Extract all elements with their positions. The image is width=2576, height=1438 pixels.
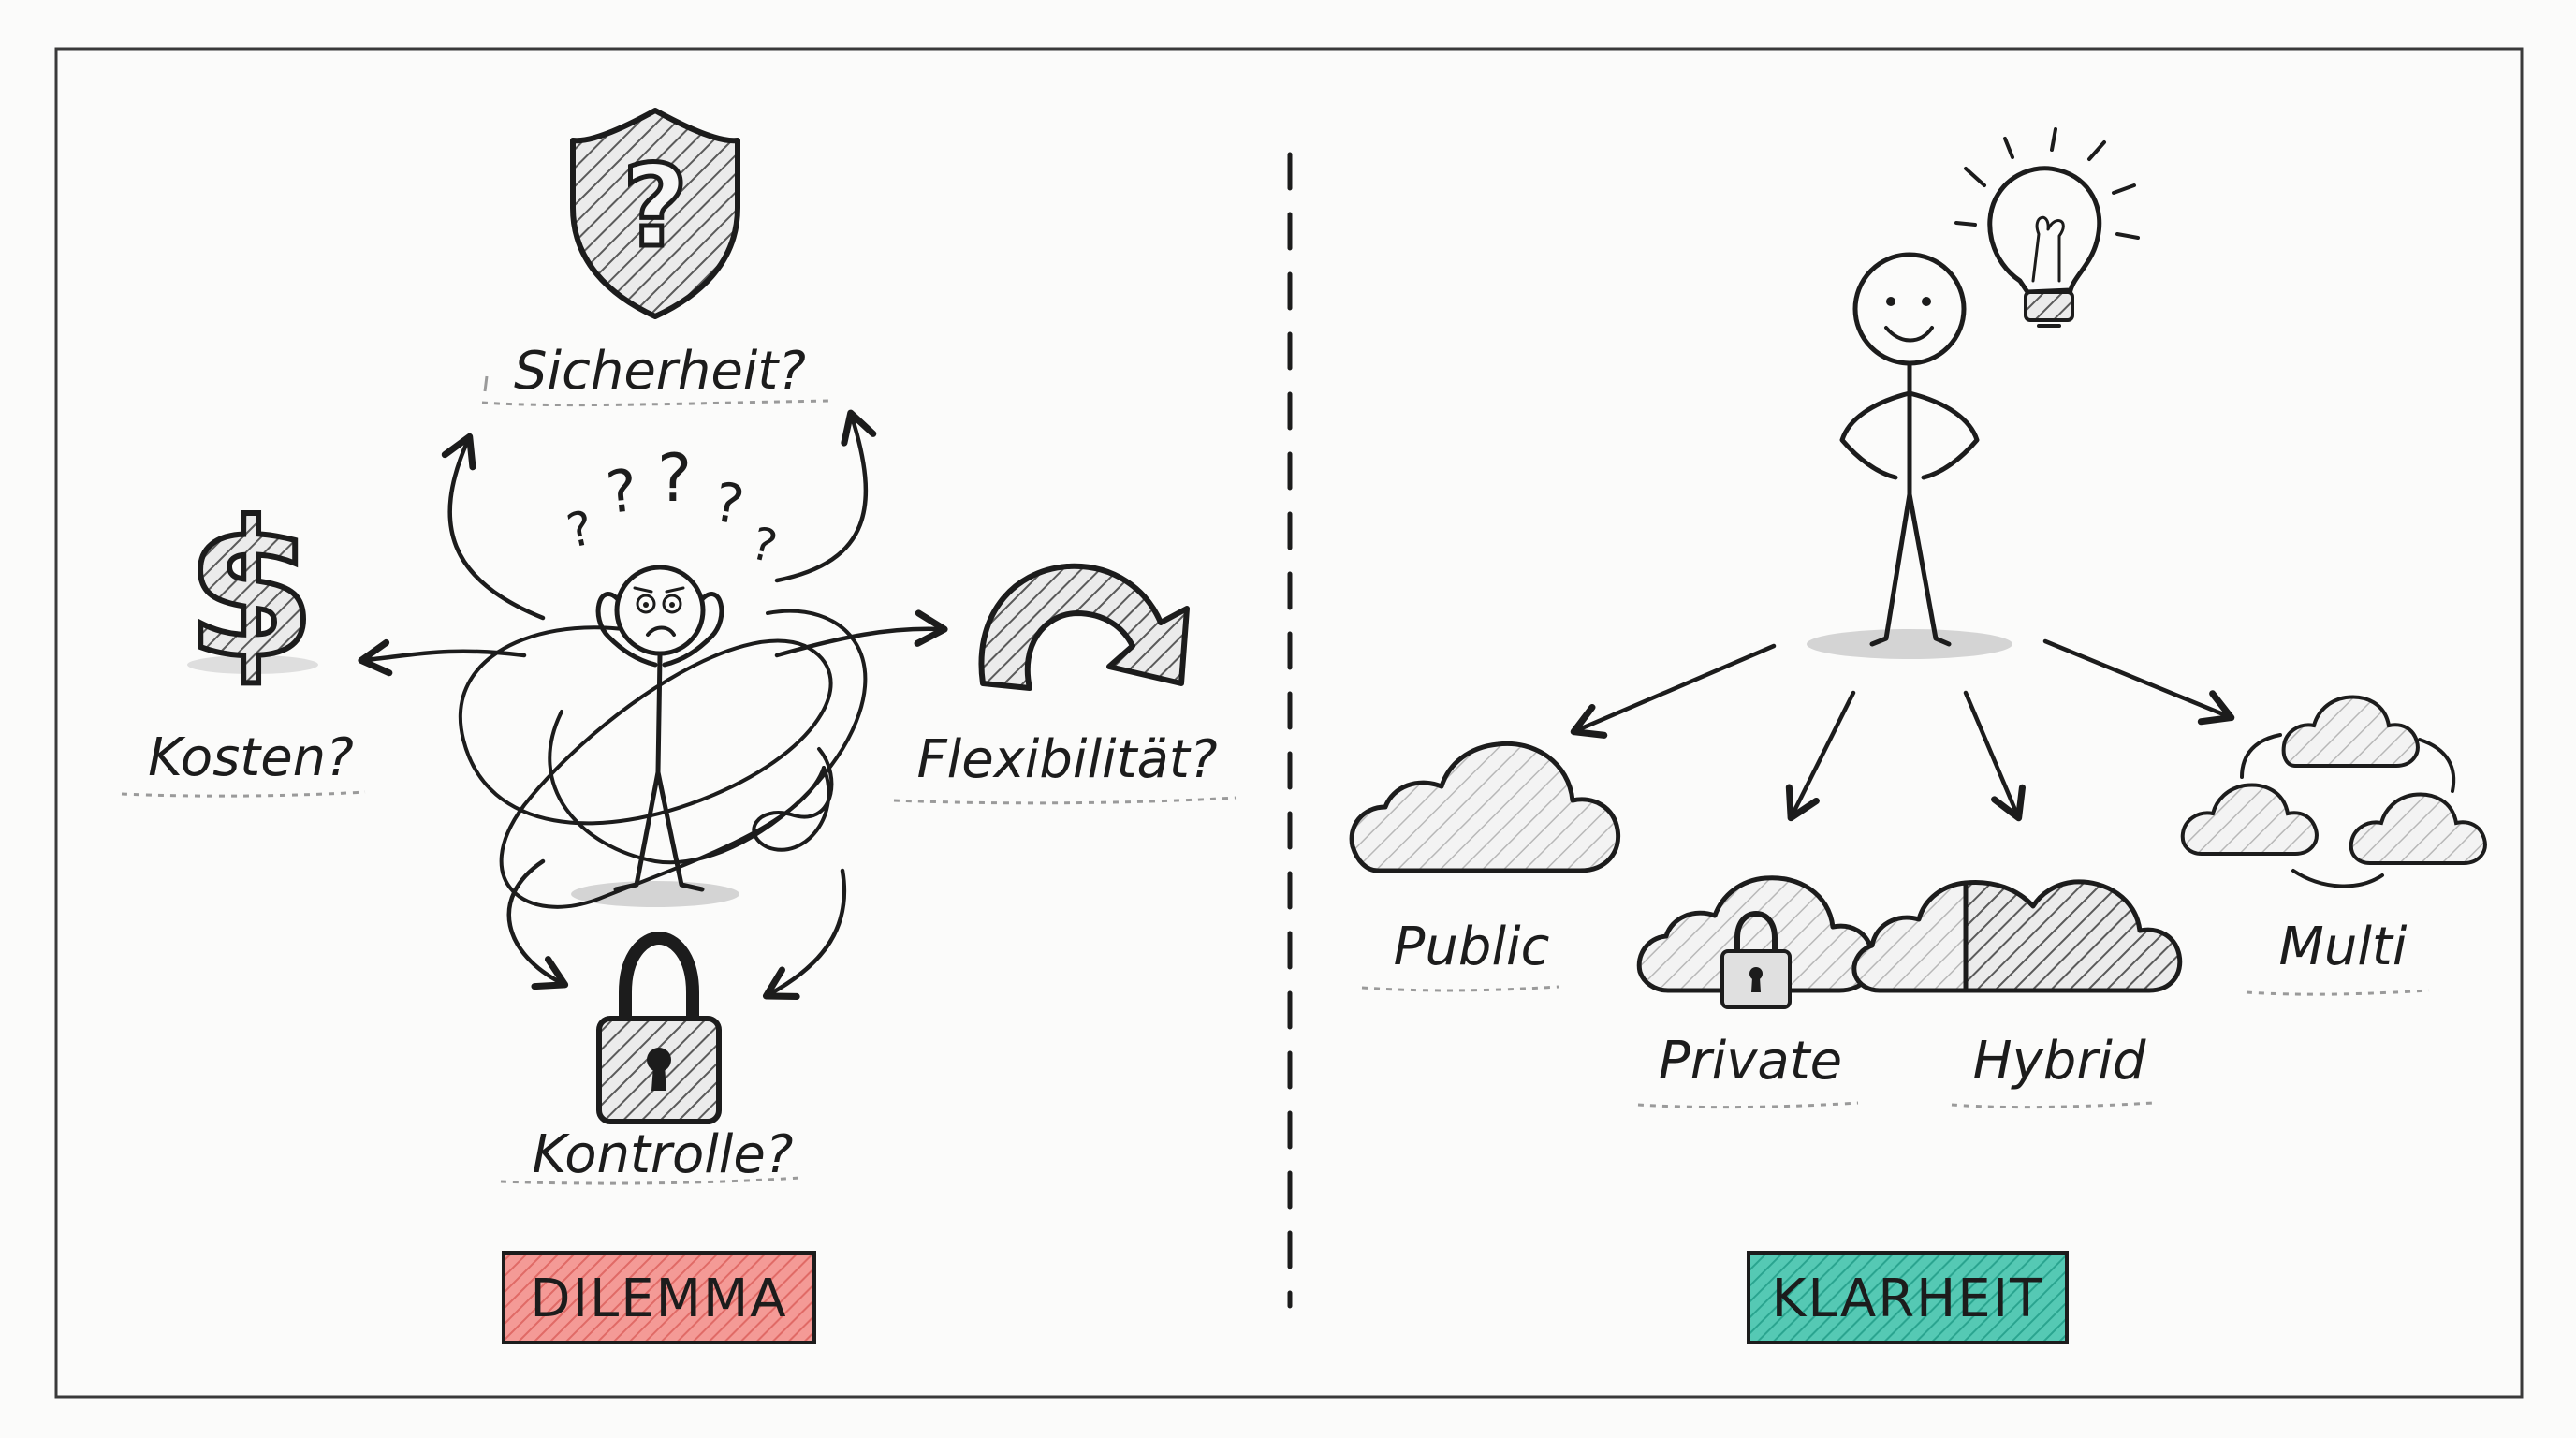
- svg-text:Kosten?: Kosten?: [148, 727, 354, 788]
- label-costs: Kosten?: [121, 727, 366, 798]
- svg-text:?: ?: [710, 470, 749, 537]
- happy-stick-figure: [1807, 252, 2012, 659]
- svg-text:Private: Private: [1659, 1031, 1842, 1092]
- klarheit-tag: KLARHEIT: [1747, 1251, 2069, 1344]
- dilemma-arrows: [358, 409, 948, 1000]
- right-panel: Public Private Hybrid: [1349, 127, 2487, 1344]
- svg-text:?: ?: [746, 517, 782, 574]
- cloud-lock-icon: [1636, 875, 1876, 1009]
- cloud-icon: [1349, 741, 1621, 873]
- svg-text:KLARHEIT: KLARHEIT: [1772, 1269, 2044, 1329]
- label-private: Private: [1637, 1031, 1859, 1109]
- label-control: Kontrolle?: [500, 1124, 801, 1185]
- dollar-icon: $: [183, 479, 318, 703]
- padlock-icon: [596, 931, 722, 1124]
- cloud-cluster-icon: [2180, 695, 2487, 888]
- label-security: Sicherheit?: [481, 341, 829, 407]
- svg-text:?: ?: [657, 440, 692, 517]
- svg-text:Public: Public: [1394, 917, 1550, 977]
- cloud-split-icon: [1852, 879, 2183, 993]
- lightbulb-icon: [1954, 127, 2140, 328]
- shield-question-mark: ?: [622, 142, 688, 272]
- svg-text:$: $: [185, 482, 315, 700]
- svg-text:Flexibilität?: Flexibilität?: [916, 729, 1217, 790]
- svg-text:Sicherheit?: Sicherheit?: [514, 341, 806, 402]
- outer-frame: [54, 47, 2524, 1399]
- label-public: Public: [1361, 917, 1559, 992]
- label-multi: Multi: [2246, 917, 2430, 996]
- label-flexibility: Flexibilität?: [893, 729, 1237, 805]
- shield-icon: ?: [570, 108, 740, 319]
- redo-arrow-icon: [978, 563, 1190, 691]
- left-panel: ? Sicherheit? $ Kosten? Flexibilität?: [121, 108, 1237, 1344]
- svg-text:?: ?: [562, 500, 597, 558]
- svg-text:DILEMMA: DILEMMA: [530, 1269, 787, 1329]
- clarity-arrows: [1570, 638, 2235, 822]
- svg-text:?: ?: [603, 456, 640, 527]
- svg-text:Hybrid: Hybrid: [1973, 1031, 2146, 1092]
- dilemma-tag: DILEMMA: [502, 1251, 816, 1344]
- confusion-marks: ? ? ? ? ?: [562, 440, 782, 574]
- svg-text:Kontrolle?: Kontrolle?: [532, 1124, 793, 1185]
- svg-text:Multi: Multi: [2279, 917, 2408, 977]
- label-hybrid: Hybrid: [1951, 1031, 2154, 1109]
- confused-stick-figure: [459, 565, 868, 909]
